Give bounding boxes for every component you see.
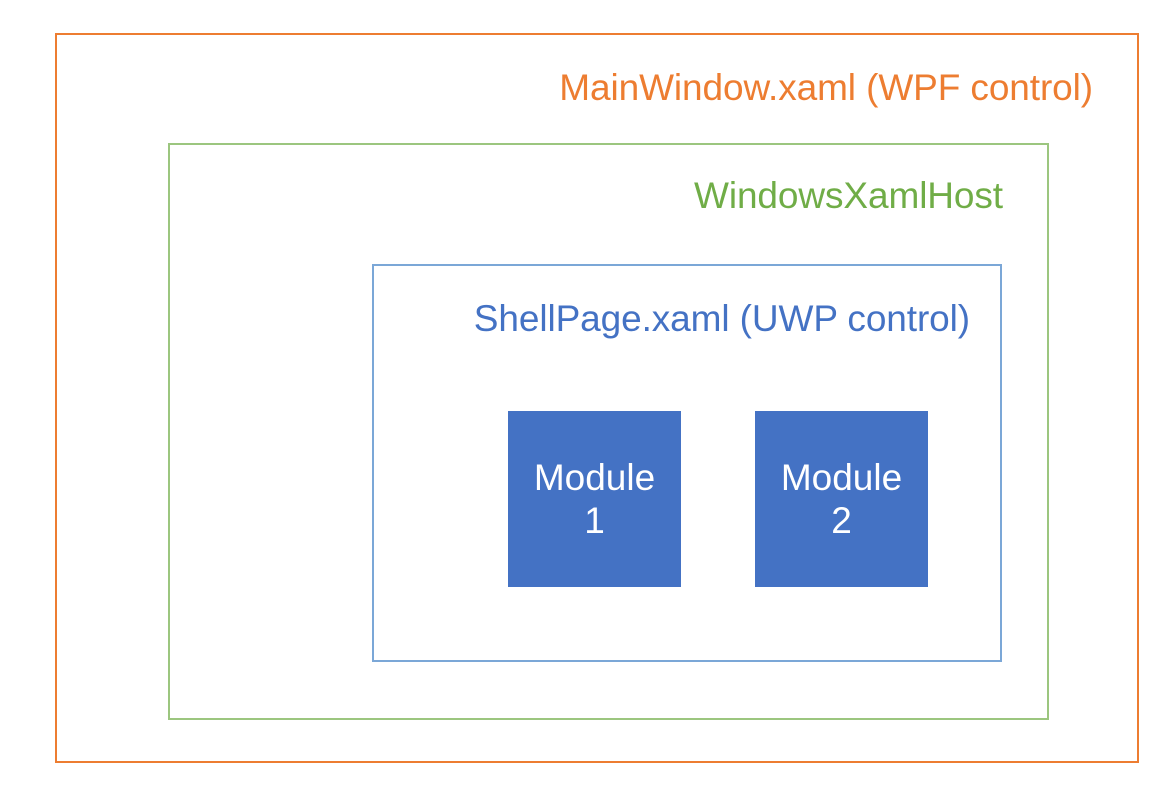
container-mainwindow-wpf: MainWindow.xaml (WPF control) WindowsXam… (55, 33, 1139, 763)
container-windowsxamlhost: WindowsXamlHost ShellPage.xaml (UWP cont… (168, 143, 1049, 720)
module-row: Module 1 Module 2 (508, 411, 928, 587)
container-shellpage-uwp: ShellPage.xaml (UWP control) Module 1 Mo… (372, 264, 1002, 662)
module-box-1: Module 1 (508, 411, 681, 587)
label-mainwindow-wpf: MainWindow.xaml (WPF control) (559, 67, 1093, 108)
module-2-number: 2 (831, 500, 852, 541)
label-shellpage-uwp: ShellPage.xaml (UWP control) (473, 298, 970, 339)
label-windowsxamlhost: WindowsXamlHost (694, 175, 1003, 216)
module-box-2: Module 2 (755, 411, 928, 587)
module-2-title: Module (780, 456, 903, 498)
module-1-number: 1 (584, 500, 605, 541)
module-1-title: Module (533, 456, 656, 498)
